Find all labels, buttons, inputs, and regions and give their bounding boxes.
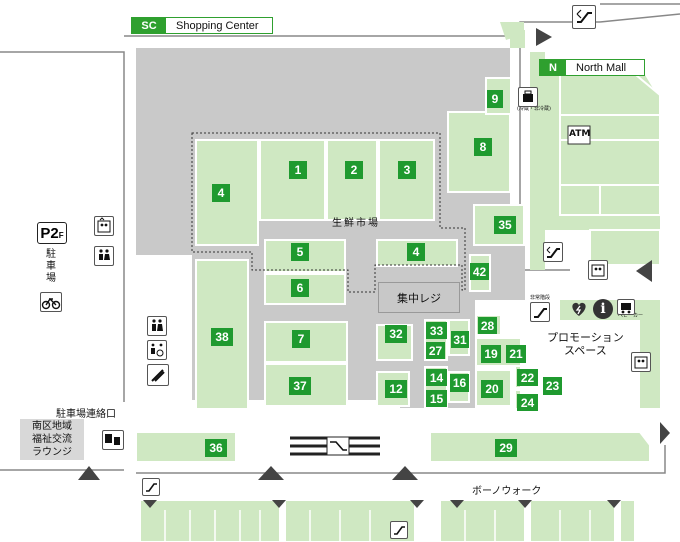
shop-marker[interactable]: 42 — [470, 263, 489, 280]
bicycle-parking-icon — [40, 292, 62, 312]
coin-locker-icon — [617, 299, 635, 315]
shop-marker[interactable]: 5 — [291, 243, 309, 261]
shop-marker[interactable]: 33 — [426, 322, 447, 339]
emergency-stairs-label: 非常階段 — [530, 295, 551, 301]
escalator-icon — [142, 478, 160, 496]
elevator-icon — [631, 352, 651, 372]
shop-marker[interactable]: 15 — [426, 390, 447, 407]
shop-marker[interactable]: 27 — [426, 342, 445, 359]
fresh-market-label: 生鮮市場 — [332, 218, 380, 229]
badge-label: Shopping Center — [176, 19, 259, 32]
shop-marker[interactable]: 8 — [474, 138, 492, 156]
multipurpose-restroom-icon — [147, 340, 167, 360]
parking-connection-label: 駐車場連絡口 — [56, 409, 116, 420]
elevator-icon — [94, 216, 114, 236]
parking-floor-text: F — [58, 231, 64, 240]
elevator-icon — [588, 260, 608, 280]
shop-marker[interactable]: 4 — [212, 184, 230, 202]
shop-marker[interactable]: 16 — [450, 374, 469, 392]
aed-icon — [569, 299, 589, 319]
promotion-space-label: プロモーション スペース — [547, 331, 624, 357]
atm-label: ATM — [569, 129, 591, 139]
badge-label: North Mall — [576, 61, 627, 74]
shop-marker[interactable]: 29 — [495, 439, 517, 457]
central-escalator — [290, 436, 380, 456]
shop-marker[interactable]: 31 — [451, 331, 469, 348]
shop-marker[interactable]: 23 — [543, 377, 562, 395]
escalator-icon — [518, 87, 538, 107]
north-mall-badge: N North Mall — [539, 59, 645, 76]
escalator-icon — [543, 242, 563, 262]
shop-marker[interactable]: 38 — [211, 328, 233, 346]
shop-marker[interactable]: 36 — [205, 439, 227, 457]
escalator-icon — [572, 5, 596, 29]
shop-marker[interactable]: 6 — [291, 279, 309, 297]
shop-marker[interactable]: 4 — [407, 243, 425, 261]
shop-marker[interactable]: 7 — [292, 330, 310, 348]
central-register: 集中レジ — [378, 282, 460, 313]
restroom-icon — [94, 246, 114, 266]
shop-marker[interactable]: 32 — [385, 325, 407, 343]
shop-marker[interactable]: 3 — [398, 161, 416, 179]
shop-marker[interactable]: 24 — [517, 394, 538, 411]
shop-marker[interactable]: 12 — [385, 380, 407, 398]
shopping-center-badge: SC Shopping Center — [131, 17, 273, 34]
shop-marker[interactable]: 37 — [289, 377, 311, 395]
baby-icon — [102, 430, 124, 450]
shop-marker[interactable]: 35 — [494, 216, 516, 234]
parking-p2-text: P2 — [40, 224, 59, 242]
shop-marker[interactable]: 21 — [506, 345, 526, 363]
shop-marker[interactable]: 19 — [481, 345, 501, 363]
badge-tag: N — [540, 60, 566, 75]
restroom-icon — [147, 316, 167, 336]
promenade-label: ボーノウォーク — [472, 486, 542, 497]
escalator-icon — [390, 521, 408, 539]
badge-tag: SC — [132, 18, 166, 33]
shop-marker[interactable]: 28 — [478, 317, 497, 334]
stroller-label: ベビーカー — [618, 313, 644, 319]
entrance-markers — [78, 28, 670, 480]
fresh-market-boundary — [191, 132, 466, 293]
atm-icon — [567, 125, 591, 145]
shop-marker[interactable]: 2 — [345, 161, 363, 179]
storage-label: (冷蔵・非冷蔵) — [517, 106, 551, 112]
shop-marker[interactable]: 20 — [481, 380, 503, 398]
shop-marker[interactable]: 22 — [517, 369, 538, 386]
parking-label: 駐 車 場 — [46, 249, 56, 284]
shop-marker[interactable]: 9 — [487, 90, 503, 108]
shop-marker[interactable]: 1 — [289, 161, 307, 179]
baby-icon — [147, 364, 169, 386]
welfare-lounge: 南区地域 福祉交流 ラウンジ — [20, 419, 84, 460]
shop-marker[interactable]: 14 — [426, 369, 447, 386]
escalator-icon — [530, 302, 550, 322]
information-icon: i — [593, 299, 613, 319]
